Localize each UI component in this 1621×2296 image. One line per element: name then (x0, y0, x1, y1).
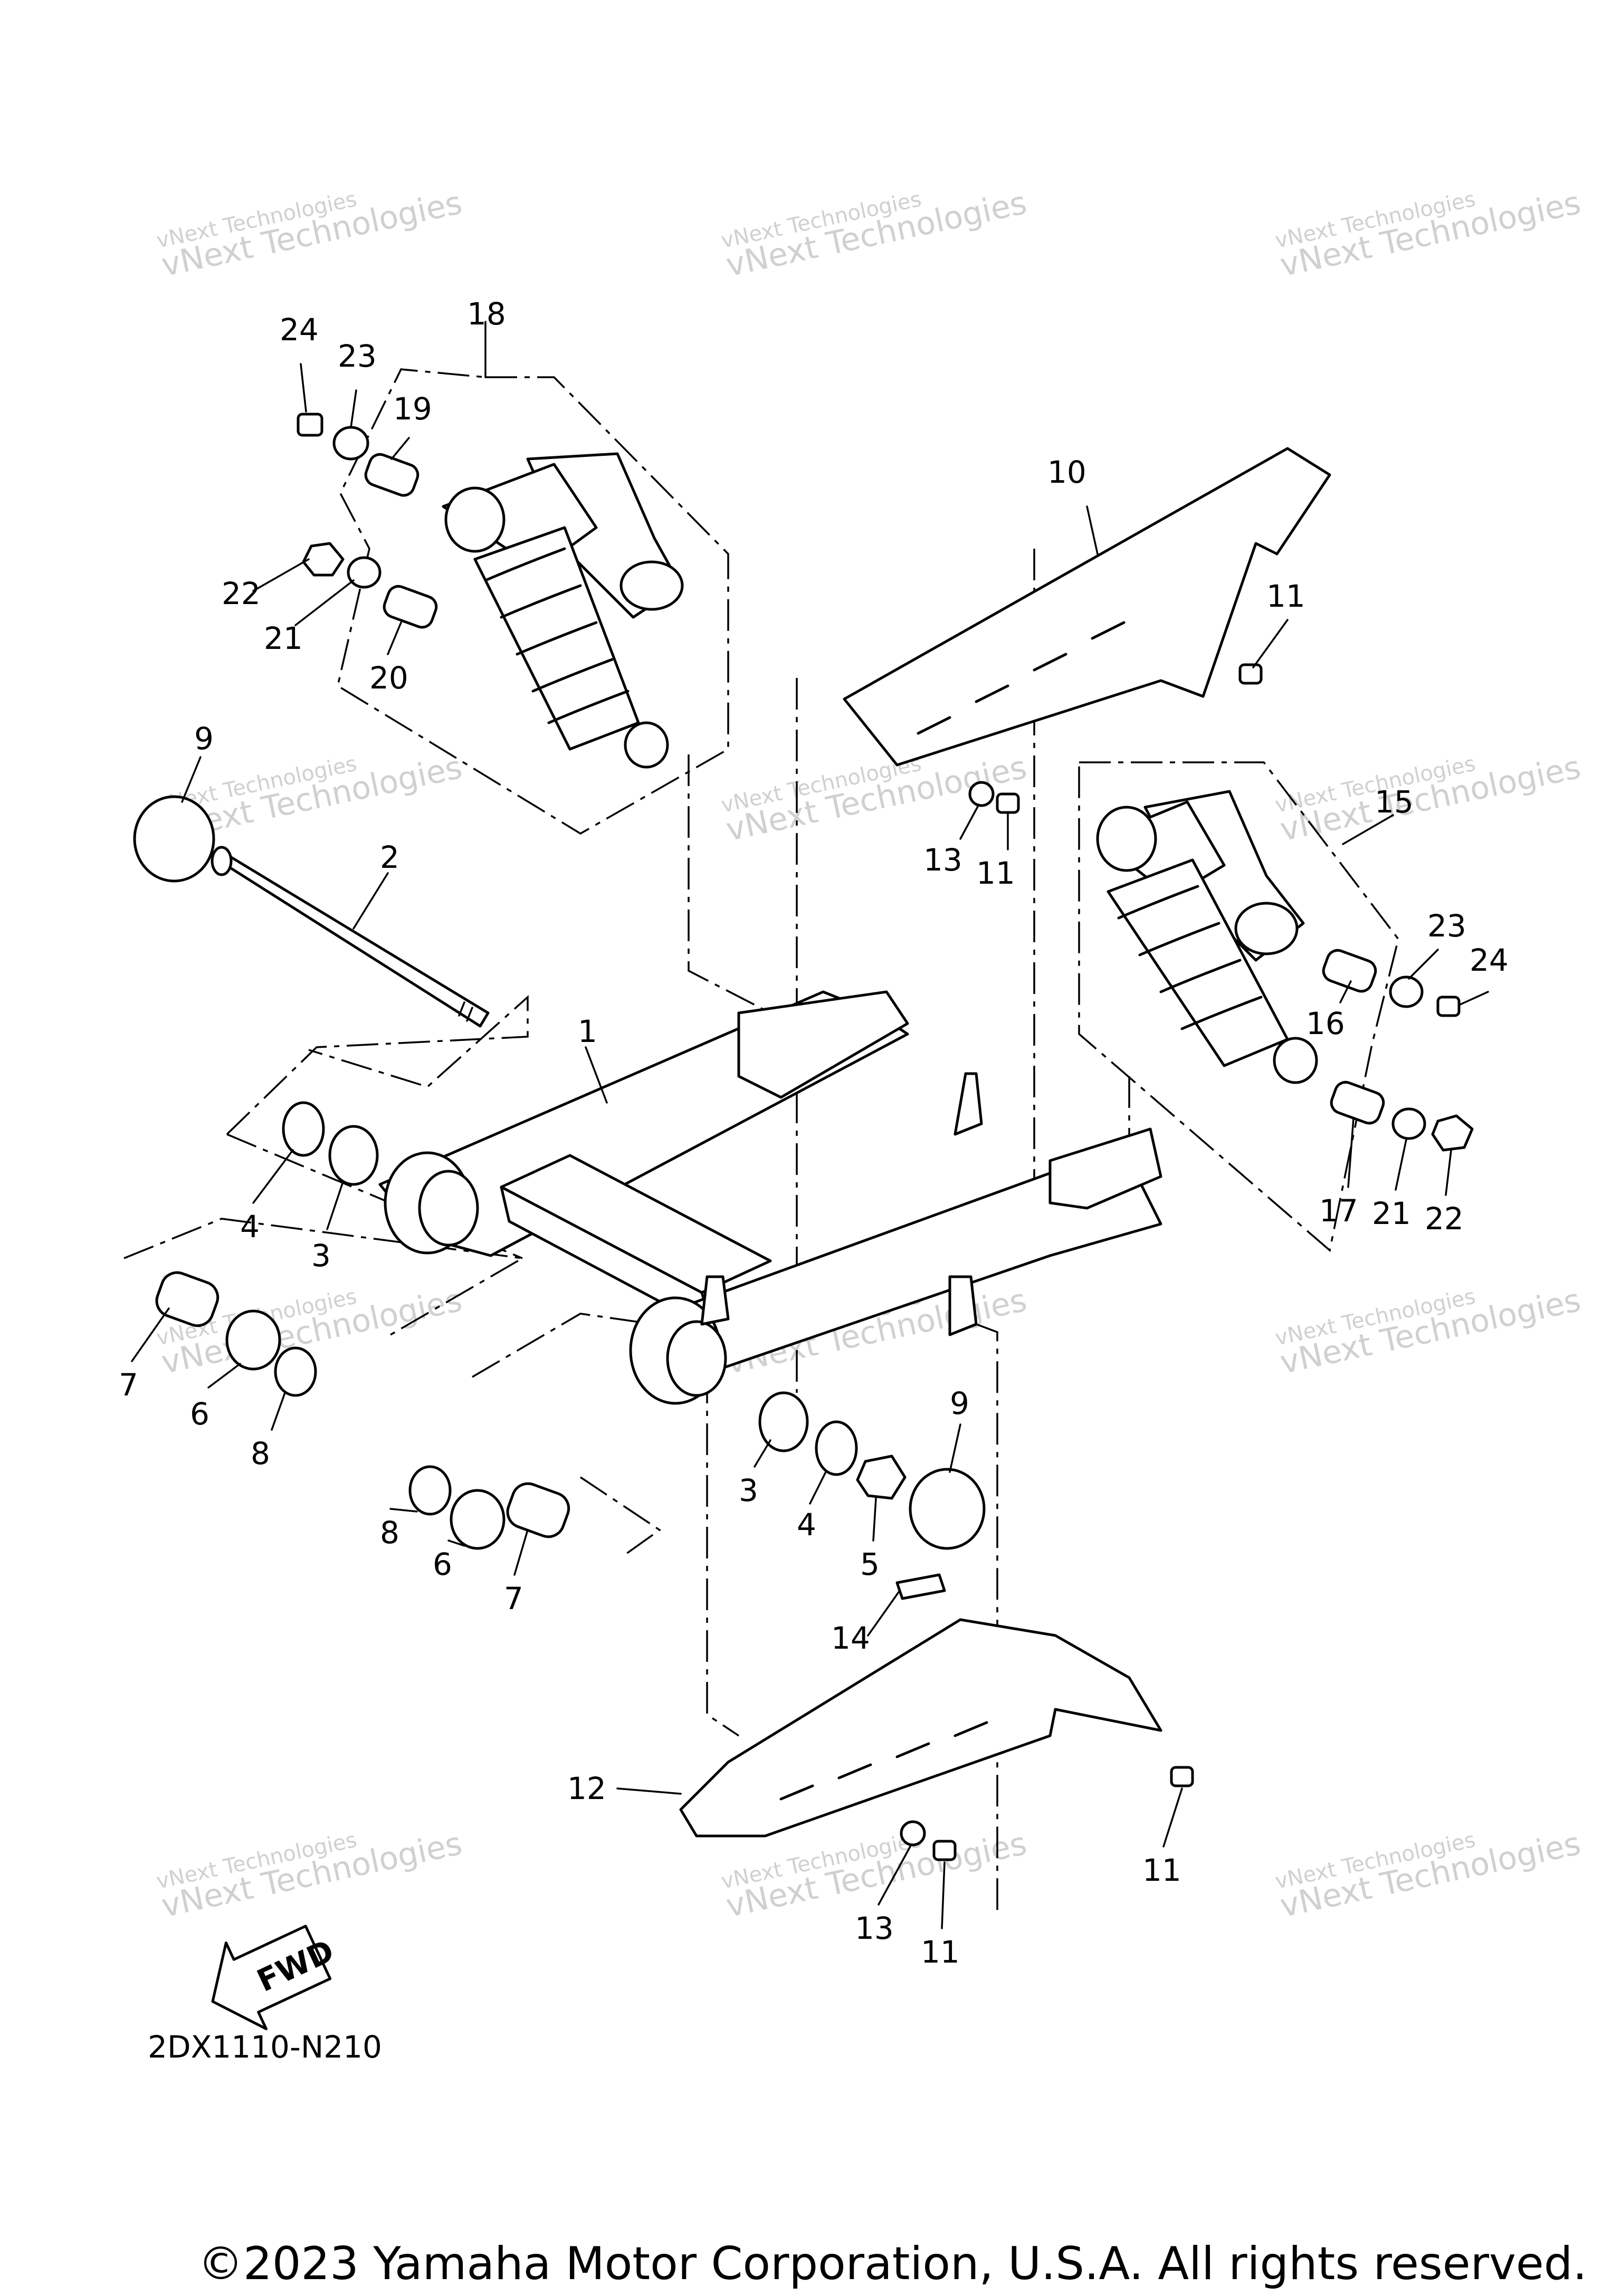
callout-labels: 24 23 18 19 22 21 20 9 2 1 4 3 7 6 8 8 6… (119, 296, 1509, 1970)
callout-7: 7 (119, 1367, 138, 1403)
callout-8: 8 (380, 1515, 399, 1551)
copyright: ©2023 Yamaha Motor Corporation, U.S.A. A… (198, 2237, 1587, 2290)
callout-22: 22 (222, 576, 261, 611)
callout-8: 8 (251, 1436, 270, 1471)
rear-shock-right[interactable] (1096, 790, 1318, 1084)
callout-6: 6 (433, 1546, 452, 1582)
bolt-icon (297, 413, 323, 437)
bushing-icon (328, 1125, 379, 1186)
washer-icon (1389, 975, 1424, 1008)
bolt-icon (996, 792, 1020, 814)
callout-23: 23 (1427, 908, 1466, 944)
nut-icon (1431, 1114, 1474, 1152)
fwd-arrow-icon: FWD (211, 1925, 339, 2031)
callout-4: 4 (240, 1209, 260, 1245)
callout-11: 11 (976, 855, 1015, 891)
bushing-icon (758, 1391, 809, 1452)
callout-6: 6 (190, 1396, 209, 1432)
washer-icon (815, 1420, 858, 1476)
chain-case-top[interactable] (843, 447, 1331, 767)
callout-7: 7 (504, 1581, 523, 1616)
washer-icon (968, 781, 995, 807)
washer-icon (347, 556, 382, 589)
bolt-icon (1170, 1766, 1194, 1787)
callout-5: 5 (860, 1546, 880, 1582)
callout-11: 11 (1266, 578, 1305, 614)
callout-1: 1 (578, 1013, 597, 1049)
callout-14: 14 (831, 1620, 870, 1656)
callout-11: 11 (1142, 1852, 1181, 1888)
washer-icon (332, 426, 369, 461)
seal-icon (408, 1465, 452, 1516)
bearing-icon (450, 1489, 506, 1550)
callout-24: 24 (280, 312, 319, 348)
chain-case-bottom[interactable] (679, 1618, 1162, 1838)
bolt-icon (1238, 663, 1263, 685)
callout-23: 23 (338, 338, 377, 374)
callout-24: 24 (1470, 942, 1509, 978)
callout-22: 22 (1425, 1201, 1464, 1237)
collar-icon (506, 1482, 570, 1538)
callout-21: 21 (1372, 1195, 1411, 1231)
seal-icon (274, 1346, 317, 1397)
callout-3: 3 (739, 1472, 758, 1508)
callout-19: 19 (393, 391, 432, 427)
rear-shock-left[interactable] (442, 452, 684, 769)
callout-4: 4 (797, 1507, 816, 1543)
callout-16: 16 (1306, 1006, 1345, 1041)
callout-9: 9 (194, 721, 214, 757)
cap-icon (909, 1468, 986, 1550)
callout-9: 9 (950, 1385, 969, 1421)
callout-18: 18 (467, 296, 506, 332)
callout-13: 13 (855, 1910, 894, 1946)
collar-icon (364, 453, 419, 497)
collar-icon (383, 585, 438, 629)
callout-2: 2 (380, 839, 399, 875)
callout-20: 20 (369, 660, 408, 696)
washer-icon (282, 1101, 325, 1157)
bolt-icon (932, 1840, 957, 1861)
washer-icon (900, 1820, 926, 1847)
collar-icon (1322, 949, 1377, 993)
callout-13: 13 (923, 842, 962, 878)
cap-icon (133, 795, 215, 883)
label-sticker-icon (895, 1573, 946, 1600)
callout-10: 10 (1047, 454, 1086, 490)
callout-17: 17 (1319, 1193, 1358, 1229)
bearing-icon (225, 1309, 281, 1371)
leader-lines (131, 321, 1489, 1929)
washer-icon (1391, 1107, 1426, 1140)
callout-3: 3 (311, 1238, 331, 1274)
callout-11: 11 (921, 1934, 960, 1970)
part-code: 2DX1110-N210 (148, 2029, 382, 2065)
callout-21: 21 (264, 620, 303, 656)
callout-15: 15 (1375, 784, 1414, 820)
collar-icon (1330, 1080, 1385, 1125)
collar-icon (155, 1271, 220, 1327)
callout-12: 12 (567, 1771, 606, 1806)
nut-icon (856, 1455, 907, 1500)
bolt-icon (1436, 996, 1461, 1017)
pivot-axle[interactable] (211, 846, 490, 1028)
small-parts (133, 413, 1474, 1861)
swingarm[interactable] (378, 990, 1162, 1405)
